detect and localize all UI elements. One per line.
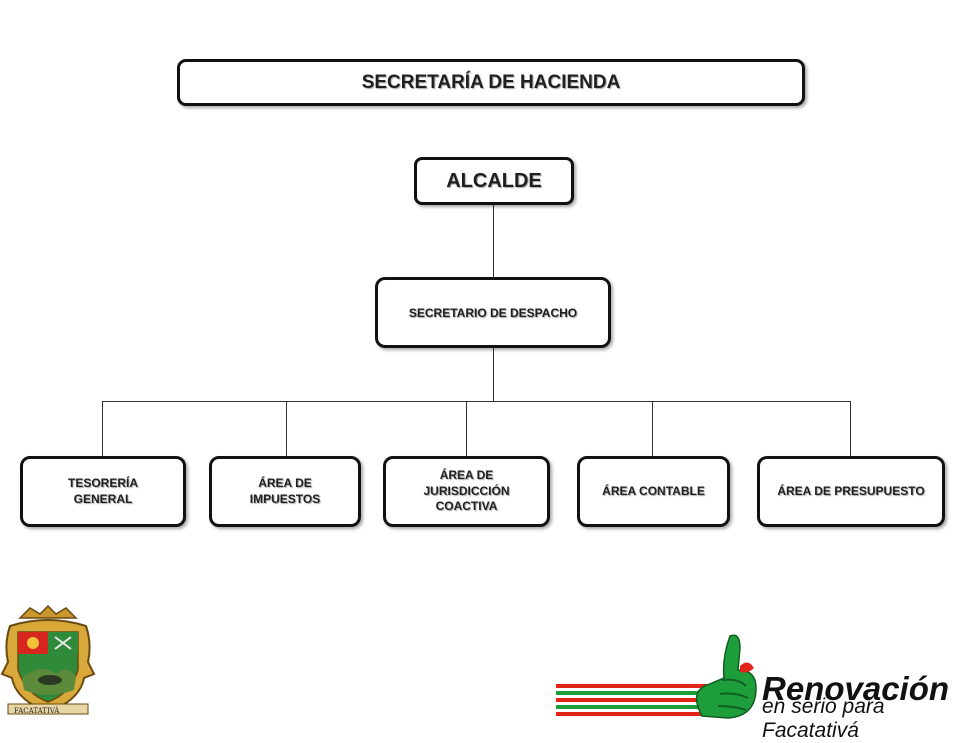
renovacion-logo: [556, 634, 757, 719]
node-area-presupuesto: ÁREA DE PRESUPUESTO: [757, 456, 945, 527]
node-area-contable: ÁREA CONTABLE: [577, 456, 730, 527]
connector-drop-presupuesto: [850, 401, 851, 456]
connector-alcalde-secretario: [493, 205, 494, 277]
node-label: TESORERÍA GENERAL: [67, 475, 138, 506]
coat-of-arms-logo: [0, 604, 96, 715]
page-title: SECRETARÍA DE HACIENDA: [177, 59, 805, 106]
node-area-jurisdiccion-coactiva: ÁREA DE JURISDICCIÓN COACTIVA: [383, 456, 550, 527]
node-label: ÁREA CONTABLE: [602, 483, 705, 498]
connector-secretario-bus: [493, 348, 494, 402]
node-alcalde: ALCALDE: [414, 157, 574, 205]
connector-drop-contable: [652, 401, 653, 456]
brand-subtitle: en serio para Facatativá: [762, 695, 885, 742]
node-secretario-despacho: SECRETARIO DE DESPACHO: [375, 277, 611, 348]
node-area-impuestos: ÁREA DE IMPUESTOS: [209, 456, 361, 527]
brand-title: Renovación: [762, 670, 950, 707]
connector-drop-impuestos: [286, 401, 287, 456]
node-tesoreria-general: TESORERÍA GENERAL: [20, 456, 186, 527]
node-label: ÁREA DE IMPUESTOS: [249, 475, 321, 506]
coat-of-arms-text: FACATATIVÁ: [14, 707, 60, 715]
connector-drop-tesoreria: [102, 401, 103, 456]
node-label: ÁREA DE JURISDICCIÓN COACTIVA: [423, 468, 510, 514]
node-label: ÁREA DE PRESUPUESTO: [777, 483, 925, 498]
connector-drop-jurisdiccion: [466, 401, 467, 456]
connector-horizontal-bus: [102, 401, 851, 402]
